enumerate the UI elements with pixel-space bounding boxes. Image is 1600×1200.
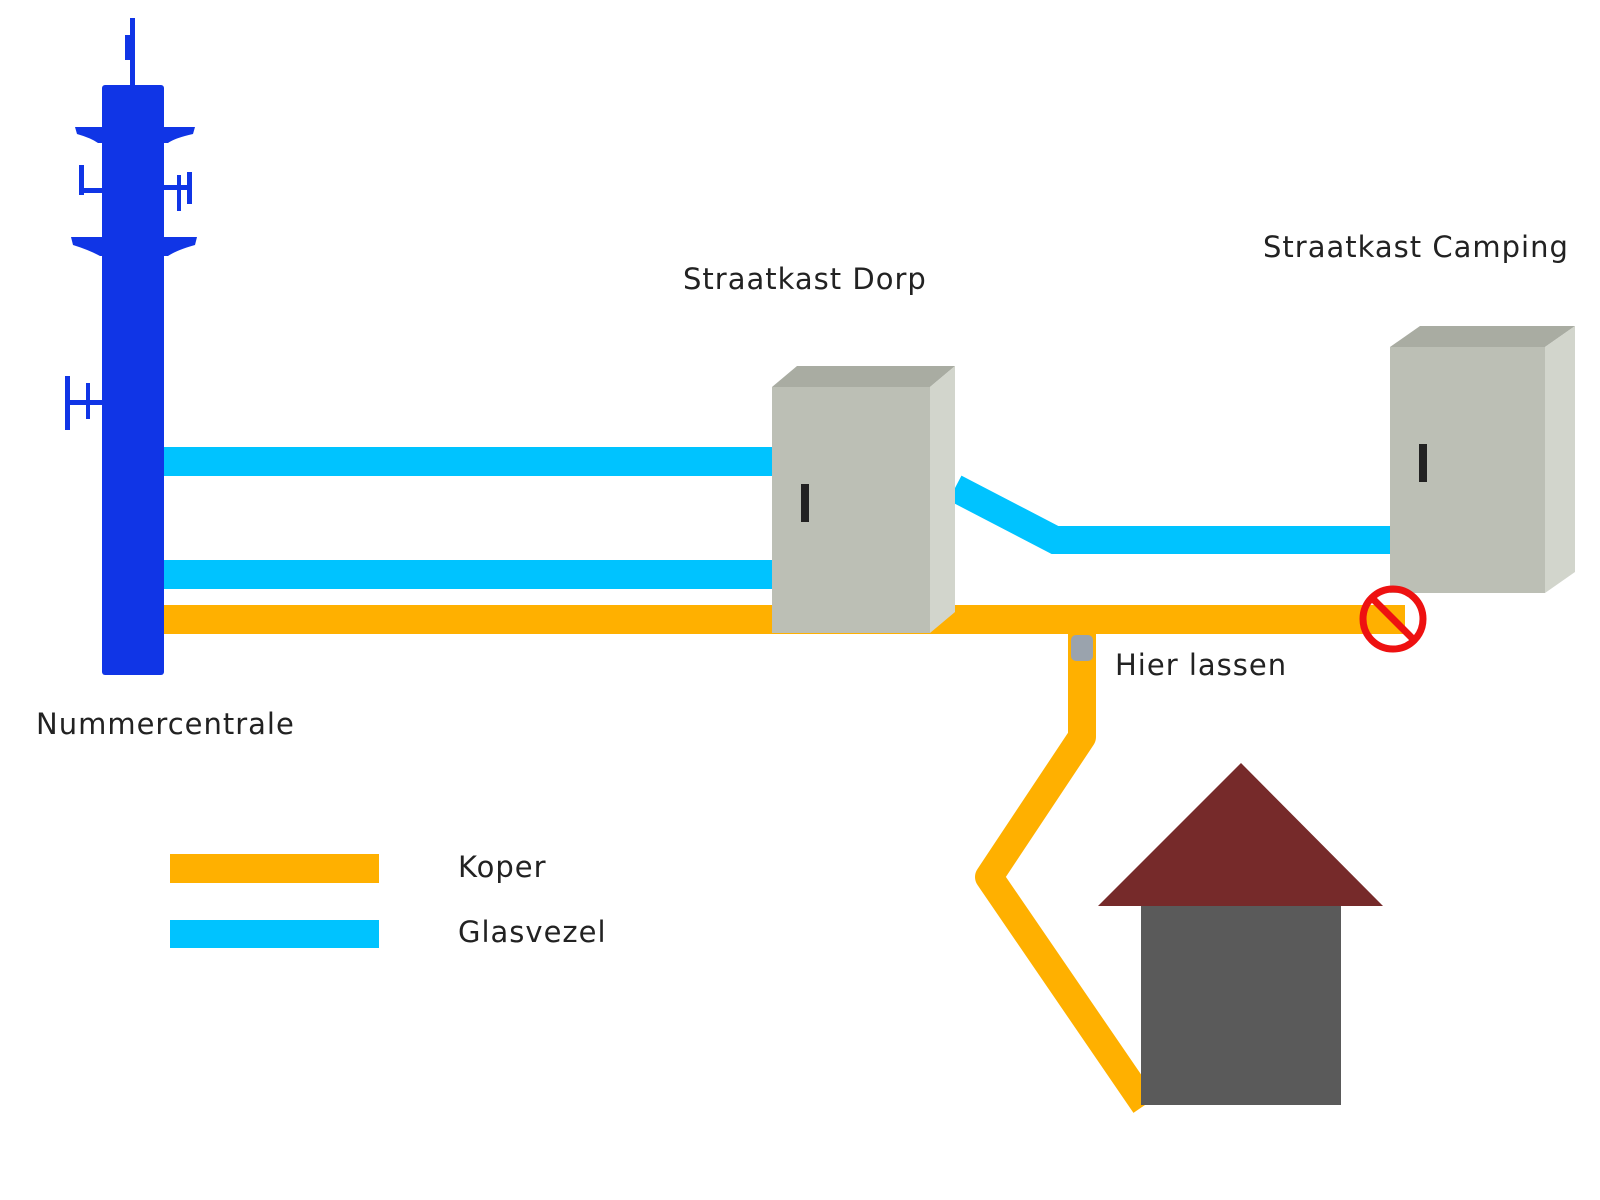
fiber-cable-bottom: [160, 560, 775, 589]
tower-platform-upper: [75, 127, 195, 143]
house-roof: [1098, 763, 1383, 906]
no-entry-ring: [1359, 585, 1427, 653]
legend-label-copper: Koper: [458, 850, 547, 884]
no-entry-slash: [1369, 595, 1417, 643]
tower-bracket-left-v: [79, 165, 84, 195]
label-exchange: Nummercentrale: [36, 707, 295, 741]
no-entry-icon: [1359, 585, 1427, 653]
cabinet-village-handle: [801, 484, 809, 522]
cabinet-camping-front: [1390, 347, 1545, 593]
cabinet-village: [772, 366, 955, 633]
legend-swatch-fiber: [170, 920, 379, 948]
fiber-cable-to-camping: [948, 475, 1395, 554]
copper-cable-branch: [975, 634, 1157, 1113]
tower-platform-lower: [71, 237, 197, 256]
tower-bracket-left-h: [79, 188, 102, 193]
cabinet-camping: [1390, 326, 1575, 593]
legend-swatch-copper: [170, 854, 379, 883]
tower-antenna-tip: [125, 35, 131, 60]
cabinet-camping-handle: [1419, 444, 1427, 482]
splice-marker: [1071, 635, 1093, 661]
tower-antenna: [130, 18, 135, 88]
label-splice-point: Hier lassen: [1115, 648, 1288, 682]
tower-bracket-lower-v2: [86, 383, 90, 419]
cabinet-village-front: [772, 387, 930, 633]
fiber-cable-top: [160, 447, 775, 476]
cabinet-village-side: [930, 366, 955, 633]
tower-shaft: [102, 85, 164, 675]
house-icon: [1098, 763, 1383, 1105]
tower-bracket-right-v2: [177, 175, 181, 211]
cabinet-camping-top: [1390, 326, 1575, 347]
legend-label-fiber: Glasvezel: [458, 915, 607, 949]
label-cabinet-camping: Straatkast Camping: [1263, 230, 1569, 264]
tower-bracket-lower-h: [65, 400, 102, 405]
telecom-tower-icon: [65, 18, 197, 675]
label-cabinet-village: Straatkast Dorp: [683, 262, 927, 296]
cabinet-camping-side: [1545, 326, 1575, 593]
cabinet-village-top: [772, 366, 955, 387]
house-wall: [1141, 903, 1341, 1105]
